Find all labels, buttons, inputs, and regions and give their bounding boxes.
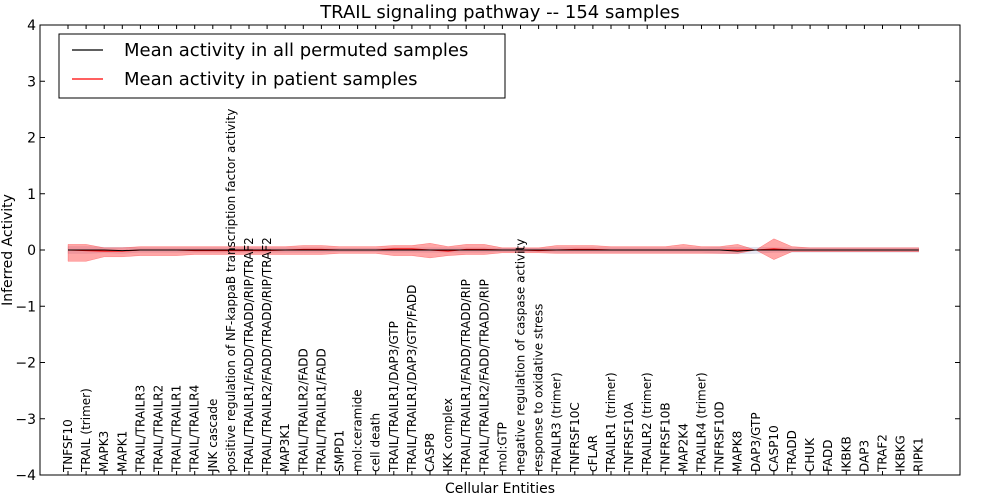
y-tick-label: −2 <box>15 356 36 372</box>
x-tick-label: TRAILR1 (trimer) <box>604 372 618 473</box>
y-tick-label: 0 <box>27 243 36 259</box>
x-tick-label: MAP2K4 <box>676 423 690 472</box>
legend-label-permuted: Mean activity in all permuted samples <box>124 40 468 61</box>
x-tick-label: TRADD <box>785 430 799 473</box>
x-tick-label: TNFRSF10C <box>568 402 582 473</box>
x-tick-label: MAPK1 <box>115 431 129 472</box>
y-tick-label: −4 <box>15 468 36 484</box>
x-tick-label: TRAIL/TRAILR2/FADD/TRADD/RIP <box>477 279 491 473</box>
x-tick-label: cFLAR <box>586 435 600 472</box>
x-tick-label: IKBKG <box>894 435 908 472</box>
y-axis: −4 −3 −2 −1 0 1 2 3 4 <box>15 18 960 484</box>
x-tick-label: negative regulation of caspase activity <box>514 239 528 472</box>
x-tick-label: TRAIL/TRAILR3 <box>133 385 147 473</box>
x-tick-label: TRAIL/TRAILR1/FADD/TRADD/RIP <box>459 279 473 473</box>
x-tick-label: IKK complex <box>441 398 455 472</box>
x-tick-label: TRAIL/TRAILR2 <box>152 385 166 473</box>
x-tick-label: TRAF2 <box>876 434 890 473</box>
x-tick-label: MAPK8 <box>731 431 745 472</box>
x-tick-label: MAP3K1 <box>278 423 292 472</box>
x-tick-label: DAP3 <box>857 440 871 472</box>
x-tick-label: TRAIL/TRAILR2/FADD/TRADD/RIP/TRAF2 <box>260 237 274 473</box>
x-tick-label: DAP3/GTP <box>749 412 763 472</box>
x-tick-label: TNFRSF10B <box>658 402 672 473</box>
line-series-0 <box>68 249 919 252</box>
y-tick-label: 1 <box>27 187 36 203</box>
x-tick-label: IKBKB <box>839 436 853 472</box>
x-tick-label: cell death <box>369 413 383 472</box>
y-tick-label: 4 <box>27 18 36 34</box>
x-tick-label: TNFRSF10D <box>713 401 727 473</box>
x-tick-label: TRAIL/TRAILR4 <box>188 385 202 473</box>
y-tick-label: 3 <box>27 74 36 90</box>
x-tick-label: mol:ceramide <box>351 389 365 472</box>
x-tick-label: TRAIL/TRAILR1/DAP3/GTP/FADD <box>405 285 419 473</box>
x-tick-labels: TNFSF10 TRAIL (trimer) MAPK3 MAPK1 TRAIL/TRA… <box>61 109 926 473</box>
x-tick-label: FADD <box>821 440 835 473</box>
x-tick-label: TRAILR2 (trimer) <box>640 372 654 473</box>
y-tick-label: 2 <box>27 131 36 147</box>
x-tick-label: TRAIL/TRAILR1/FADD/TRADD/RIP/TRAF2 <box>242 237 256 473</box>
x-tick-label: TRAILR4 (trimer) <box>695 372 709 473</box>
x-tick-label: positive regulation of NF-kappaB transcr… <box>224 109 238 472</box>
x-tick-label: TNFRSF10A <box>622 402 636 473</box>
x-tick-label: CHUK <box>803 437 817 472</box>
x-tick-label: TRAIL/TRAILR1/FADD <box>314 348 328 473</box>
x-tick-label: TRAIL (trimer) <box>79 388 93 473</box>
x-tick-label: SMPD1 <box>333 430 347 472</box>
x-tick-label: TRAILR3 (trimer) <box>550 372 564 473</box>
series-lines <box>67 248 919 252</box>
x-tick-label: MAPK3 <box>97 431 111 472</box>
x-tick-label: CASP8 <box>423 433 437 472</box>
legend-label-patient: Mean activity in patient samples <box>124 69 418 90</box>
x-tick-label: RIPK1 <box>912 437 926 472</box>
y-axis-label: Inferred Activity <box>0 194 16 306</box>
plot-frame <box>39 24 961 476</box>
x-tick-label: JNK cascade <box>206 399 220 473</box>
y-tick-label: −3 <box>15 412 36 428</box>
x-tick-label: TNFSF10 <box>61 419 75 473</box>
x-axis-label: Cellular Entities <box>445 481 555 497</box>
y-tick-label: −1 <box>15 299 36 315</box>
x-tick-marks <box>67 25 920 475</box>
x-tick-label: CASP10 <box>767 425 781 472</box>
x-tick-label: mol:GTP <box>495 422 509 472</box>
x-tick-label: TRAIL/TRAILR1/DAP3/GTP <box>387 321 401 473</box>
chart-title: TRAIL signaling pathway -- 154 samples <box>319 2 680 23</box>
x-tick-label: response to oxidative stress <box>532 304 546 472</box>
legend: Mean activity in all permuted samples Me… <box>58 33 506 99</box>
x-tick-label: TRAIL/TRAILR1 <box>170 385 184 473</box>
x-tick-label: TRAIL/TRAILR2/FADD <box>296 348 310 473</box>
legend-box <box>58 33 506 99</box>
